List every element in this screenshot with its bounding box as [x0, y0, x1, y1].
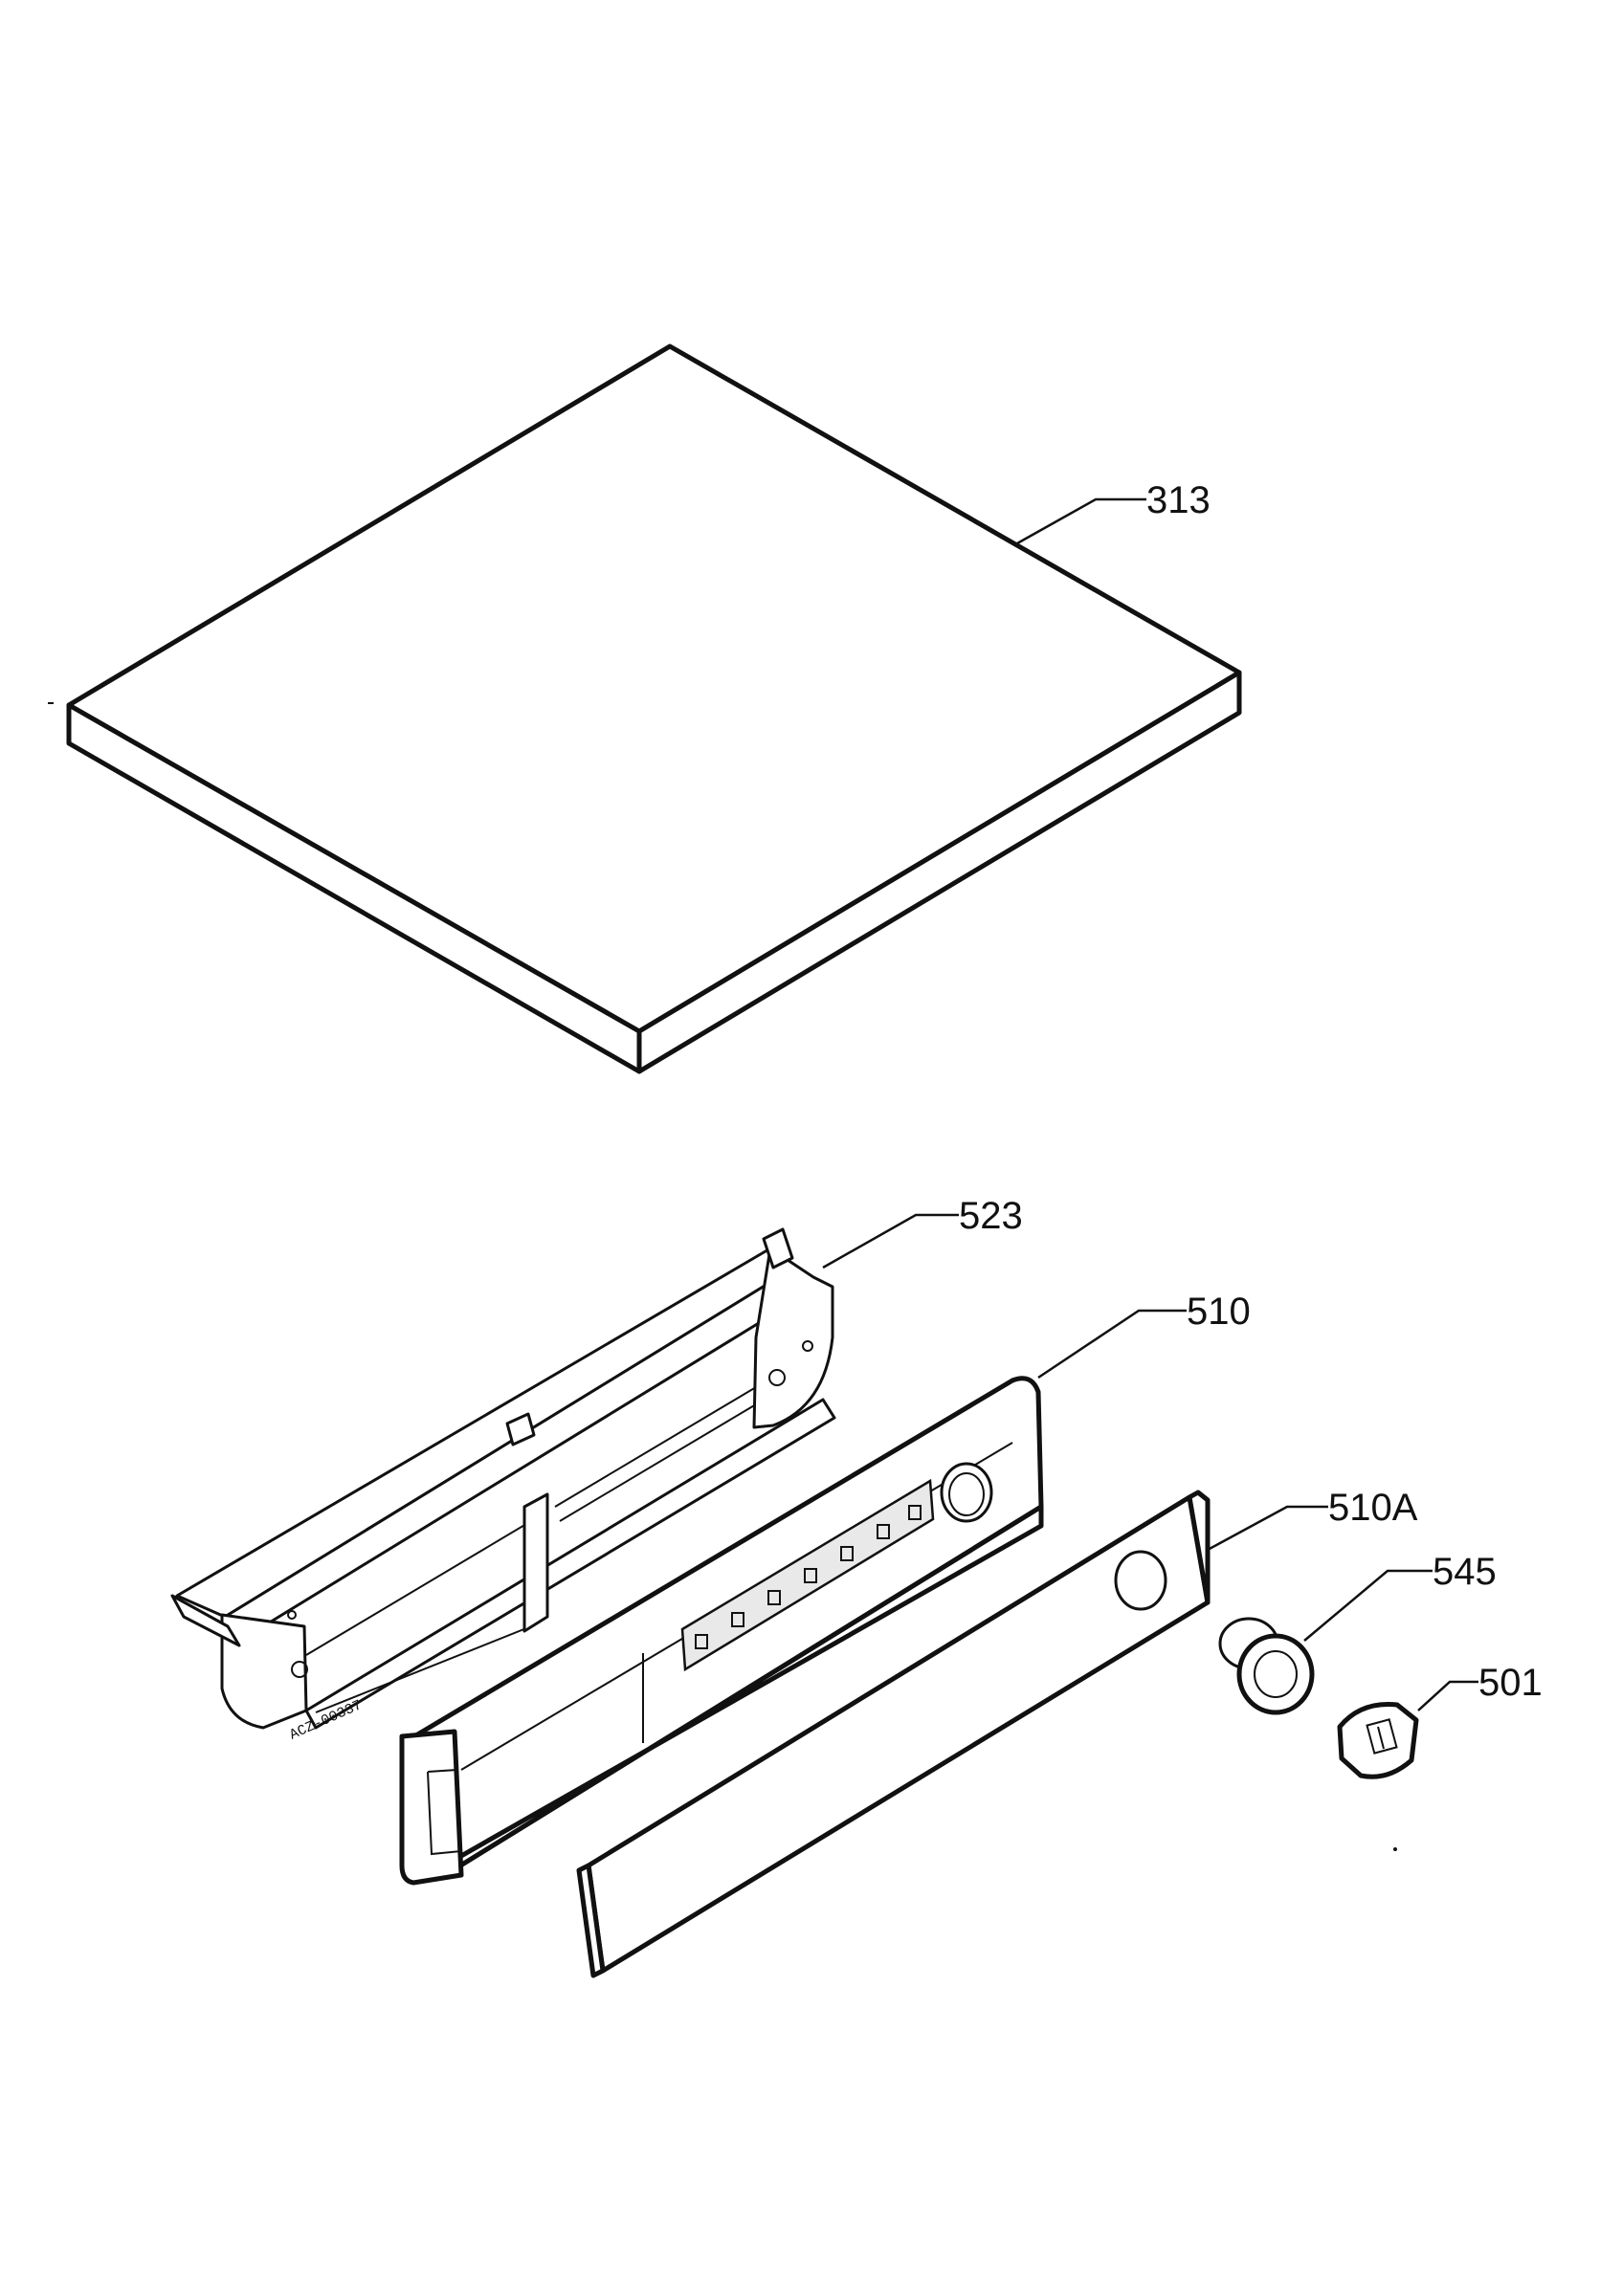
- scan-speck: [1393, 1847, 1397, 1851]
- callout-510A-label: 510A: [1328, 1487, 1418, 1529]
- callout-545-label: 545: [1433, 1551, 1497, 1593]
- callout-523: 523: [822, 1195, 1023, 1269]
- frame-part: ACZ-00337: [170, 1227, 836, 1744]
- callout-510A: 510A: [1207, 1487, 1418, 1552]
- callout-501-label: 501: [1478, 1662, 1543, 1704]
- callout-545: 545: [1303, 1551, 1497, 1642]
- control-panel-part: [399, 1376, 1044, 1886]
- callout-313-label: 313: [1146, 479, 1211, 521]
- callout-313: 313: [1016, 479, 1211, 545]
- top-panel-part: [48, 343, 1242, 1074]
- panel-strip-part: [576, 1490, 1211, 1978]
- callout-510-label: 510: [1187, 1291, 1251, 1333]
- callout-510: 510: [1037, 1291, 1251, 1380]
- callout-501: 501: [1417, 1662, 1543, 1711]
- callout-523-label: 523: [959, 1195, 1023, 1237]
- display-segments: [695, 1505, 922, 1649]
- knob-cap-part: [1337, 1701, 1419, 1779]
- knob-base-part: [1218, 1617, 1315, 1715]
